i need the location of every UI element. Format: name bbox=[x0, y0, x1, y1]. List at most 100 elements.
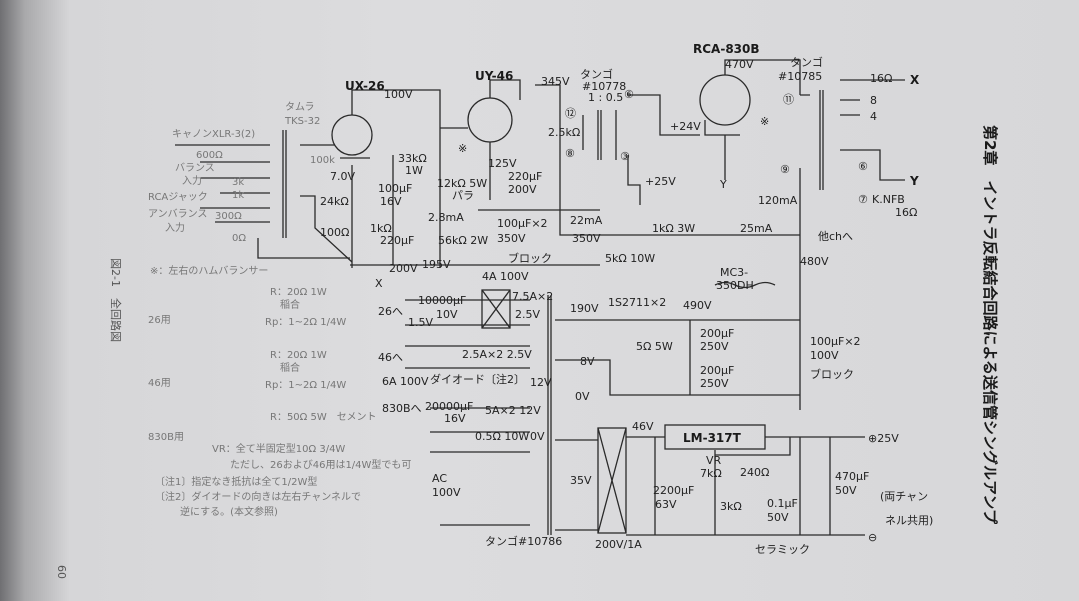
schematic-label: タンゴ#10786 bbox=[485, 534, 562, 548]
schematic-label: ⑥ bbox=[858, 160, 868, 173]
schematic-label: 12kΩ 5W bbox=[437, 177, 487, 190]
schematic-label: #10778 bbox=[582, 80, 626, 93]
schematic-label: 600Ω bbox=[196, 150, 223, 161]
schematic-label: Rp：1~2Ω 1/4W bbox=[265, 380, 346, 391]
schematic-label: 200V bbox=[508, 183, 537, 196]
schematic-label: ⑪ bbox=[783, 93, 794, 106]
schematic-label: 250V bbox=[700, 377, 729, 390]
schematic-label: 入力 bbox=[165, 221, 185, 234]
schematic-label: 35V bbox=[570, 474, 592, 487]
schematic-label: 100V bbox=[384, 88, 413, 101]
schematic-label: 480V bbox=[800, 255, 829, 268]
schematic-label: R：50Ω 5W セメント bbox=[270, 411, 377, 423]
tube-label-830b: RCA-830B bbox=[693, 42, 760, 56]
schematic-label: 63V bbox=[655, 498, 677, 511]
schematic-label: 220μF bbox=[380, 234, 414, 247]
schematic-label: 12V bbox=[530, 376, 552, 389]
schematic-label: 470V bbox=[725, 58, 754, 71]
schematic-label: 100Ω bbox=[320, 226, 349, 239]
schematic-label: 100V bbox=[810, 349, 839, 362]
schematic-label: 0V bbox=[530, 430, 545, 443]
schematic-label: 2200μF bbox=[653, 484, 694, 497]
schematic-label: 300Ω bbox=[215, 211, 242, 222]
schematic-label: 490V bbox=[683, 299, 712, 312]
schematic-label: 350DH bbox=[716, 279, 754, 292]
schematic-label: 100μF×2 bbox=[497, 217, 548, 230]
schematic-label: AC bbox=[432, 472, 447, 485]
schematic-label: 8V bbox=[580, 355, 595, 368]
schematic-label: 50V bbox=[835, 484, 857, 497]
stage1-labels: 100V 7.0V 24kΩ 100μF 16V 100Ω 1kΩ 220μF … bbox=[320, 88, 451, 290]
schematic-label: 26用 bbox=[148, 315, 171, 326]
schematic-label: 195V bbox=[422, 258, 451, 271]
schematic-label: ブロック bbox=[508, 251, 552, 265]
notes: ※：左右のハムバランサー R：20Ω 1W 稲合 26用 Rp：1~2Ω 1/4… bbox=[148, 264, 411, 518]
schematic-label: 2.5A×2 2.5V bbox=[462, 348, 532, 361]
schematic-label: 7.0V bbox=[330, 170, 355, 183]
page-number: 60 bbox=[55, 565, 68, 579]
schematic-label: 0Ω bbox=[232, 233, 246, 244]
schematic-label: X bbox=[375, 277, 383, 290]
schematic-label: 入力 bbox=[182, 174, 202, 187]
schematic-label: 830B用 bbox=[148, 432, 184, 443]
schematic-label: バランス bbox=[175, 162, 215, 174]
schematic-label: 46V bbox=[632, 420, 654, 433]
schematic-label: 稲合 bbox=[280, 298, 300, 311]
schematic-label: ※ bbox=[760, 115, 769, 128]
schematic-label: アンバランス bbox=[148, 208, 207, 220]
schematic-label: Y bbox=[719, 178, 727, 191]
schematic-label: 0.5Ω 10W bbox=[475, 430, 529, 443]
power-supply-regulator: 46V 35V LM-317T ⊕25V VR 7kΩ 240Ω 2200μF … bbox=[570, 420, 933, 556]
schematic-label: LM-317T bbox=[683, 431, 742, 445]
schematic-label: 470μF bbox=[835, 470, 869, 483]
schematic-label: 200V/1A bbox=[595, 538, 642, 551]
tube-label-uy46: UY-46 bbox=[475, 69, 513, 83]
schematic-label: ③ bbox=[620, 150, 630, 163]
schematic-label: VR：全て半固定型10Ω 3/4W bbox=[212, 442, 345, 455]
schematic-label: 4A 100V bbox=[482, 270, 529, 283]
input-section: タムラ TKS-32 キャノンXLR-3(2) 600Ω バランス 入力 3k … bbox=[148, 101, 335, 244]
schematic-label: ダイオード〔注2〕 bbox=[430, 372, 525, 386]
schematic-label: ⑥ bbox=[624, 88, 634, 101]
schematic-label: 345V bbox=[541, 75, 570, 88]
schematic-label: 5A×2 12V bbox=[485, 404, 541, 417]
schematic-label: ネル共用) bbox=[885, 514, 933, 527]
schematic-label: 2.8mA bbox=[428, 211, 464, 224]
schematic-label: VR bbox=[706, 454, 722, 467]
chapter-title: 第2章 イントラ反転結合回路による送信管シングルアンプ bbox=[981, 125, 999, 525]
power-supply-hv: 190V 8V 0V 1S2711×2 490V MC3- 350DH 5Ω 5… bbox=[570, 266, 861, 403]
interstage-transformer: タンゴ #10778 1 : 0.5 ⑫ ⑥ ⑧ ③ 2.5kΩ +24V +2… bbox=[548, 67, 701, 245]
schematic-label: ⑦ bbox=[858, 193, 868, 206]
schematic-label: 16Ω bbox=[895, 206, 917, 219]
schematic-label: R：20Ω 1W bbox=[270, 287, 327, 298]
schematic-label: R：20Ω 1W bbox=[270, 350, 327, 361]
schematic-label: 830Bへ bbox=[382, 402, 422, 415]
schematic-label: 16Ω bbox=[870, 72, 892, 85]
schematic-label: #10785 bbox=[778, 70, 822, 83]
schematic-label: 5kΩ 10W bbox=[605, 252, 655, 265]
tube-label-ux26: UX-26 bbox=[345, 79, 385, 93]
schematic-label: K.NFB bbox=[872, 193, 905, 206]
schematic-label: ⑨ bbox=[780, 163, 790, 176]
schematic-label: 1kΩ 3W bbox=[652, 222, 695, 235]
schematic-label: 50V bbox=[767, 511, 789, 524]
schematic-label: 3k bbox=[232, 177, 244, 188]
schematic-label: ただし、26および46用は1/4W型でも可 bbox=[230, 458, 411, 471]
schematic-label: 46用 bbox=[148, 378, 171, 389]
schematic-label: Y bbox=[909, 174, 919, 188]
schematic-label: ⑧ bbox=[565, 147, 575, 160]
schematic-label: 8 bbox=[870, 94, 877, 107]
schematic-label: タンゴ bbox=[790, 55, 823, 69]
schematic-label: 1W bbox=[405, 164, 423, 177]
schematic-label: 逆にする。(本文参照) bbox=[180, 505, 278, 518]
schematic-label: キャノンXLR-3(2) bbox=[172, 129, 255, 140]
schematic-label: 200V bbox=[389, 262, 418, 275]
schematic-label: 〔注1〕指定なき抵抗は全て1/2W型 bbox=[155, 475, 317, 488]
schematic-label: 0V bbox=[575, 390, 590, 403]
schematic-label: ⊕25V bbox=[868, 432, 899, 445]
output-stage: 470V タンゴ #10785 16Ω 8 4 ⑥ ⑦ ⑪ ⑨ X Y K.NF… bbox=[605, 55, 920, 268]
schematic-label: 125V bbox=[488, 157, 517, 170]
schematic-label: 1k bbox=[232, 190, 244, 201]
schematic-label: ブロック bbox=[810, 367, 854, 381]
